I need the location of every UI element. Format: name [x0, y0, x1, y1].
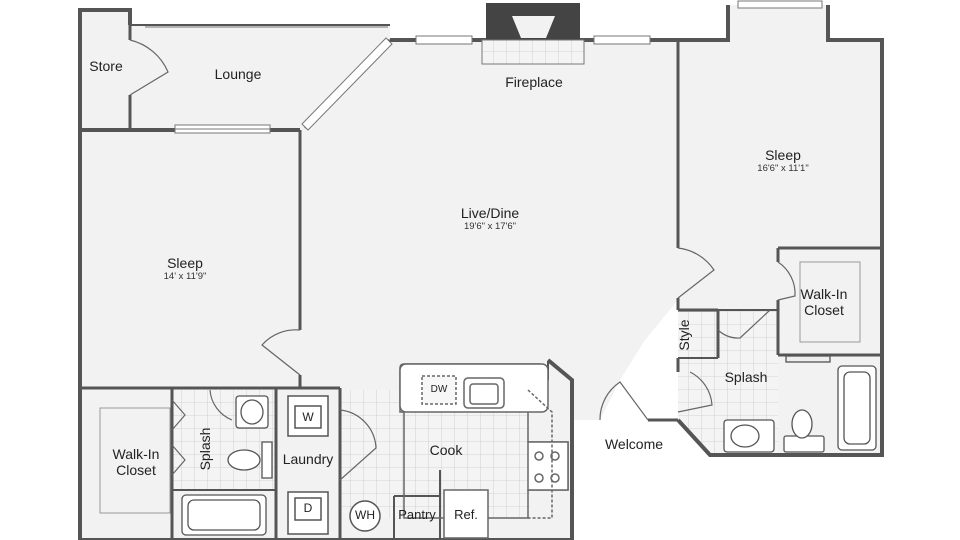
room-label-sleep-right: Sleep [765, 147, 801, 163]
room-dims-live-dine: 19'6" x 17'6" [463, 221, 517, 232]
room-label-pantry: Pantry [398, 507, 436, 522]
room-label-splash-right: Splash [724, 369, 768, 385]
refrigerator-label: Ref. [454, 507, 478, 522]
kitchen-counters [399, 363, 569, 539]
room-dims-sleep-left: 14' x 11'9" [163, 271, 207, 282]
room-dims-sleep-right: 16'6" x 11'1" [757, 163, 809, 174]
room-label-splash-left: Splash [197, 427, 213, 471]
windows [145, 0, 823, 134]
room-label-sleep-left: Sleep [167, 255, 203, 271]
tiled-floors [172, 310, 778, 518]
closet-shelving [99, 261, 861, 514]
right-bath-fixtures [723, 355, 877, 453]
dishwasher-label: DW [430, 384, 448, 395]
room-label-cook: Cook [429, 442, 463, 458]
room-label-walk-in-right: Walk-In Closet [800, 286, 848, 319]
water-heater-label: WH [355, 508, 375, 522]
doors [129, 39, 796, 481]
walls [78, 3, 884, 540]
washer-label: W [302, 410, 314, 424]
dryer-label: D [303, 501, 313, 515]
firebox [512, 16, 555, 38]
laundry-machines [287, 395, 381, 535]
room-label-live-dine: Live/Dine [460, 205, 520, 221]
room-label-walk-in-left: Walk-In Closet [112, 446, 160, 479]
hearth [481, 39, 585, 65]
room-label-fireplace: Fireplace [505, 74, 563, 90]
room-label-store: Store [89, 58, 123, 74]
left-bath-fixtures [181, 395, 273, 536]
room-label-lounge: Lounge [214, 66, 262, 82]
room-label-style: Style [676, 319, 692, 351]
room-label-laundry: Laundry [282, 451, 334, 467]
room-label-welcome: Welcome [604, 436, 664, 452]
